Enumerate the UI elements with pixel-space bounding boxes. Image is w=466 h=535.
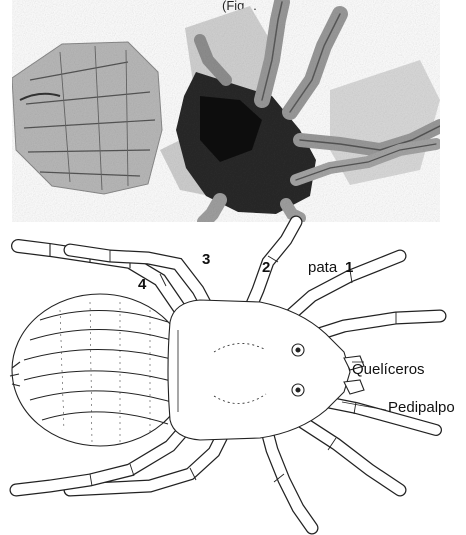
abdomen (10, 294, 188, 446)
label-pedipalpo: Pedipalpo (388, 399, 455, 416)
leg-number-4: 4 (138, 276, 147, 293)
leg-1-lower (296, 418, 400, 490)
cephalothorax (168, 300, 350, 440)
leg-number-2: 2 (262, 259, 270, 276)
fossil-photo: (Fig… (12, 0, 440, 222)
fossil-abdomen-fragment (12, 42, 162, 194)
label-pata: pata (308, 259, 338, 276)
leg-number-1: 1 (345, 259, 353, 276)
label-queliceros: Quelíceros (352, 361, 425, 378)
leg-number-3: 3 (202, 251, 210, 268)
